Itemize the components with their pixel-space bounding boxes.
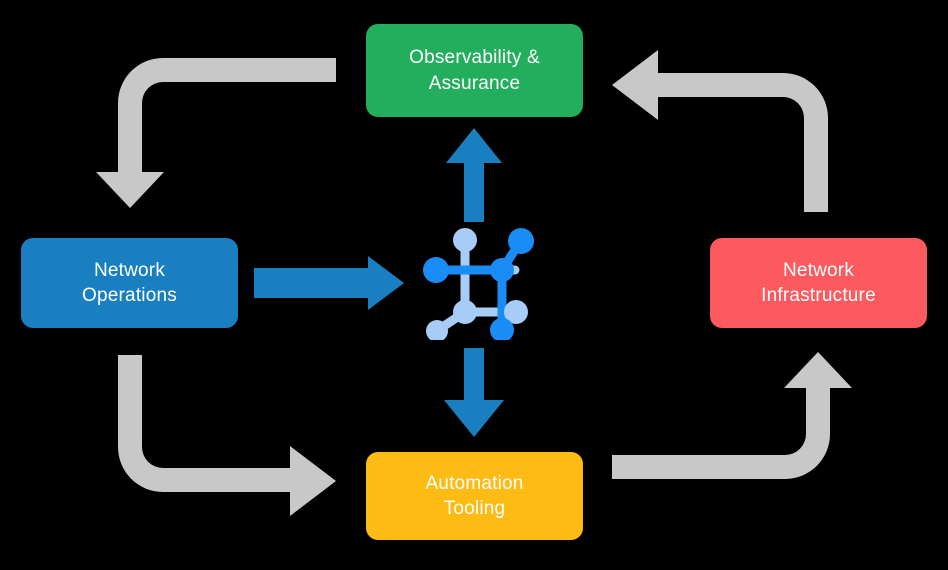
arrow-automation-to-network-infrastructure (612, 352, 852, 479)
node-automation-tooling[interactable]: Automation Tooling (366, 452, 583, 540)
topology-nodes-light (426, 228, 528, 340)
node-network-infrastructure[interactable]: Network Infrastructure (710, 238, 927, 328)
node-observability-and-assurance[interactable]: Observability & Assurance (366, 24, 583, 117)
arrow-observability-to-network-operations (96, 58, 336, 208)
arrow-network-operations-to-automation (118, 355, 336, 516)
node-network-operations[interactable]: Network Operations (21, 238, 238, 328)
arrow-center-to-automation (444, 348, 504, 437)
arrow-network-infrastructure-to-observability (612, 50, 828, 212)
topology-nodes-dark (423, 228, 534, 340)
arrow-network-operations-to-center (254, 256, 404, 310)
network-topology-icon (423, 228, 534, 340)
arrow-center-to-observability (446, 128, 502, 222)
